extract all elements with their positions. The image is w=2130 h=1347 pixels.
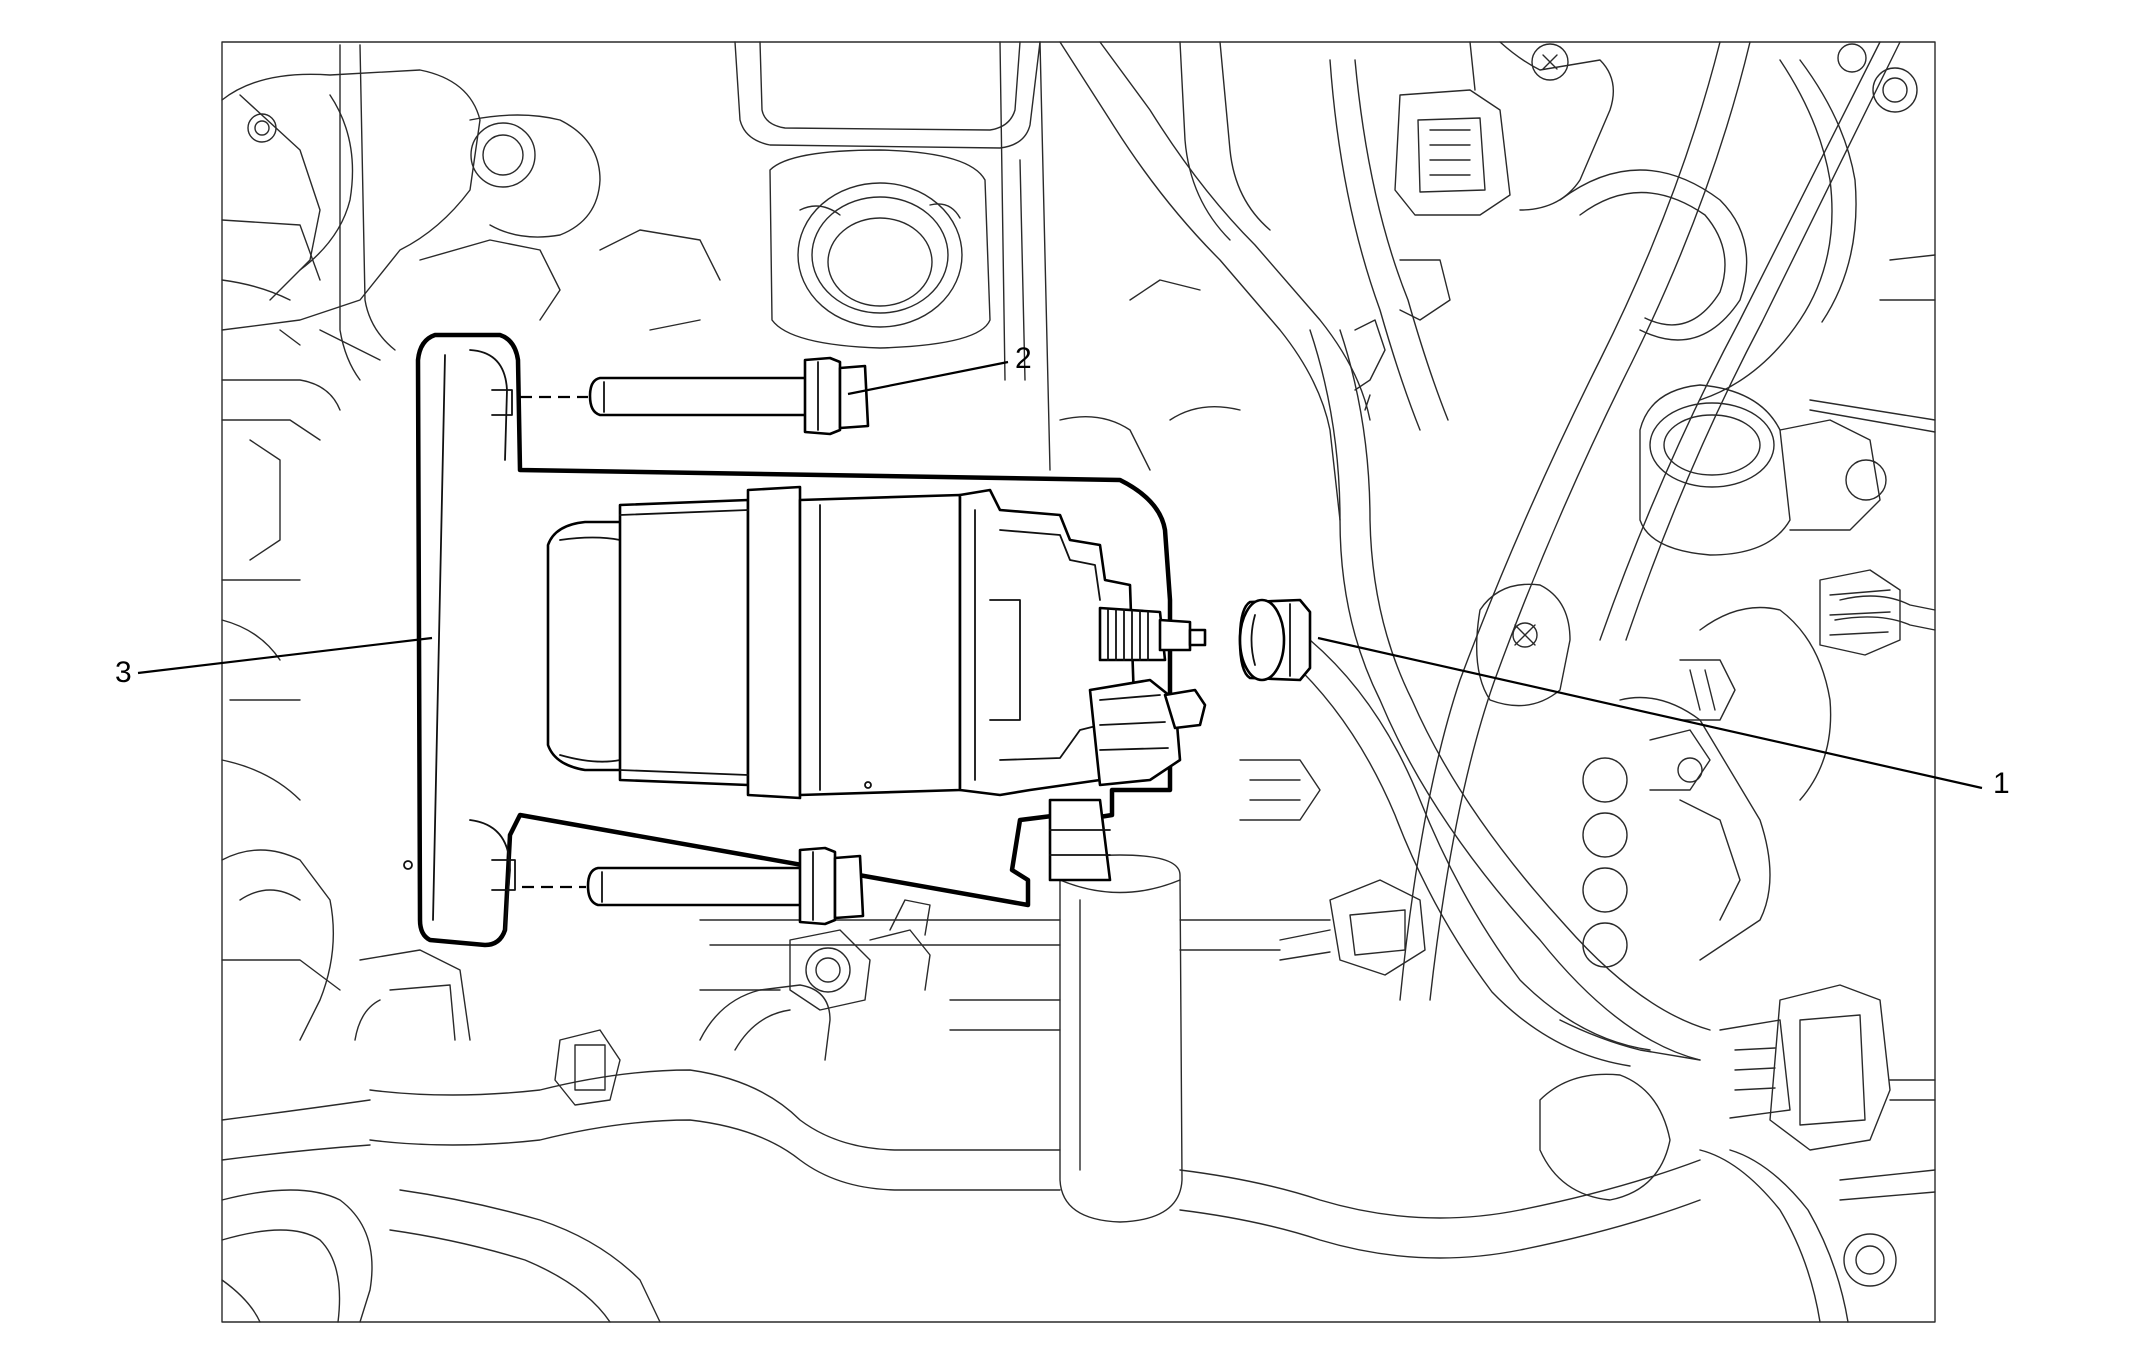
leader-line-1 — [1317, 636, 1983, 790]
callout-2-label: 2 — [1015, 342, 1032, 375]
lower-bolt — [586, 846, 865, 926]
engine-background — [221, 41, 1936, 1323]
leader-line-2 — [847, 360, 1009, 396]
callout-1-label: 1 — [1993, 767, 2010, 800]
actuator-assembly — [403, 332, 1207, 948]
leader-line-3 — [137, 636, 433, 675]
upper-bolt — [588, 356, 870, 436]
callout-3-label: 3 — [115, 656, 132, 689]
grommet — [1238, 598, 1312, 682]
